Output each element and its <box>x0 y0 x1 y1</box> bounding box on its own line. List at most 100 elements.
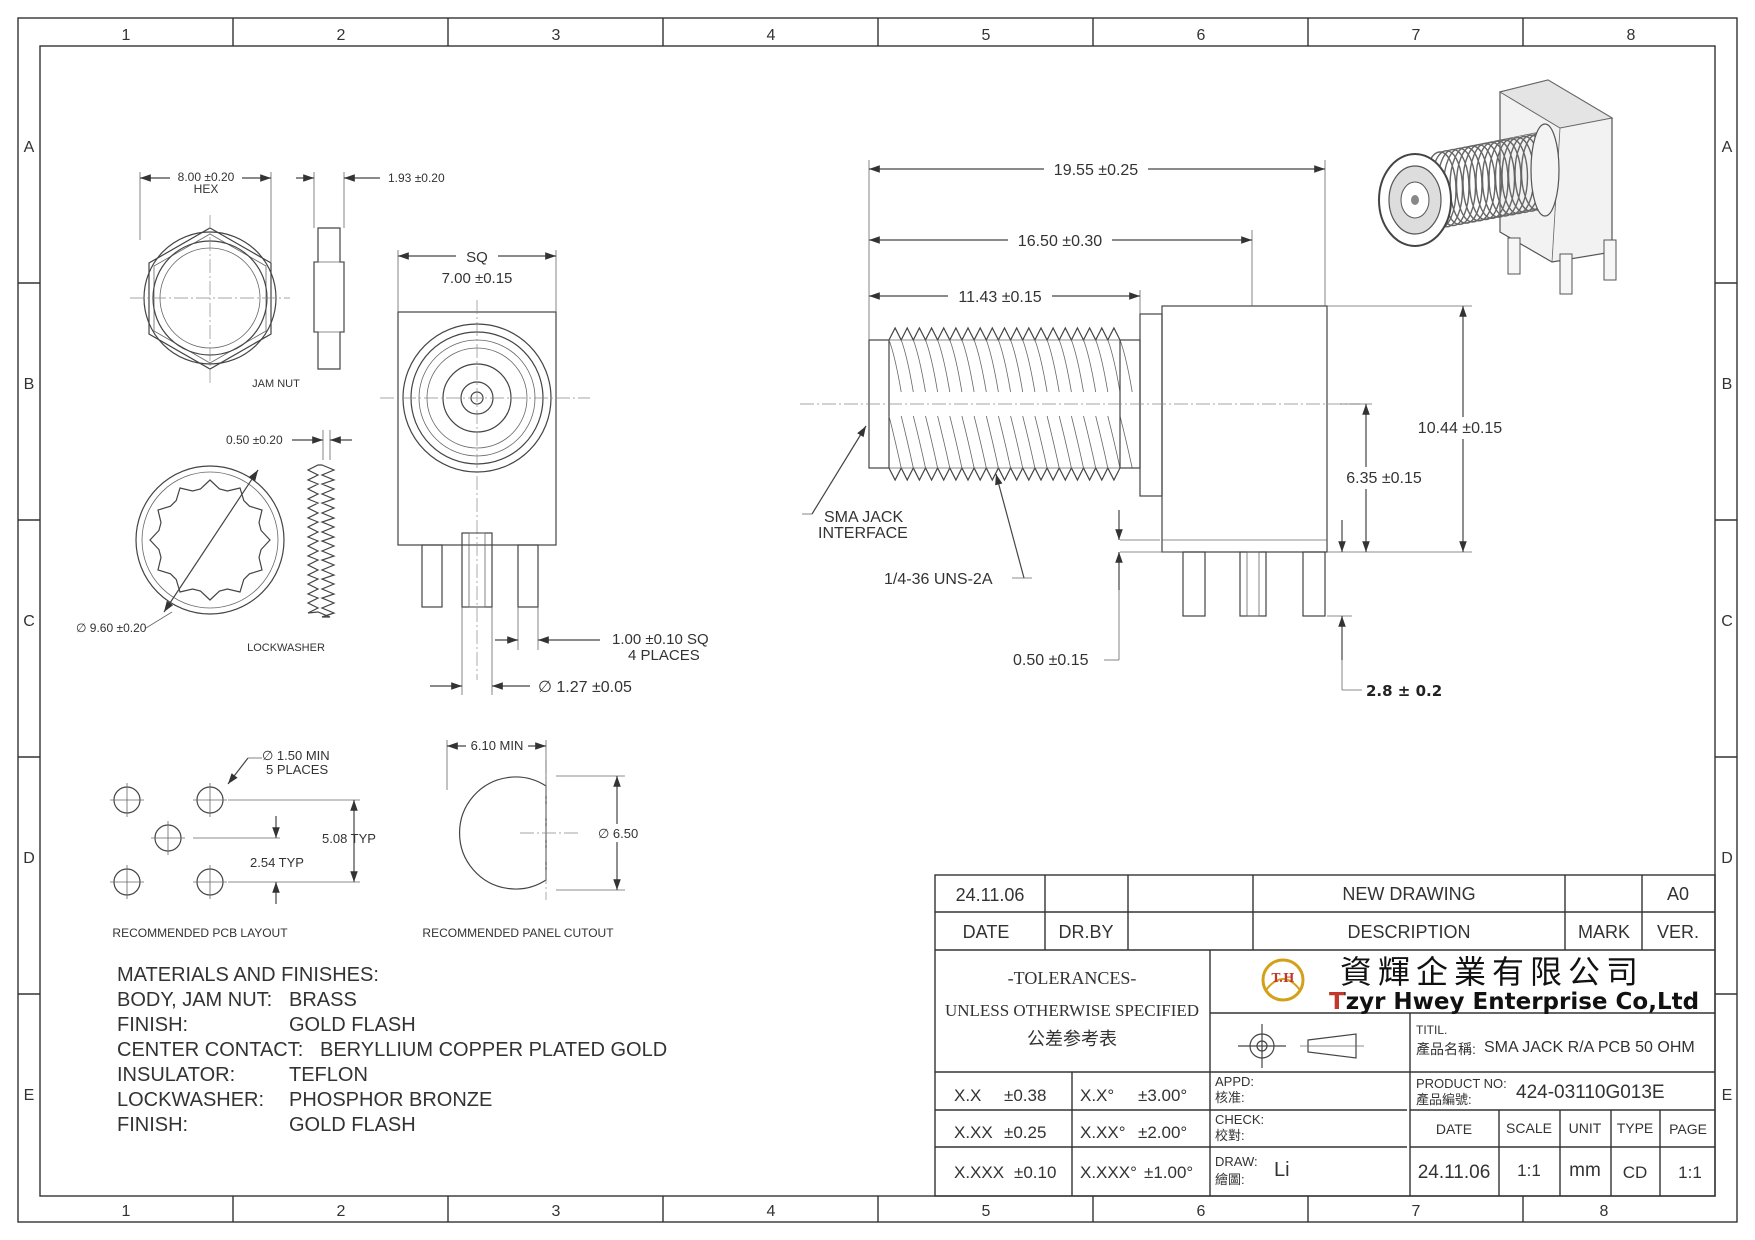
footer-unit: mm <box>1569 1160 1601 1181</box>
jam-nut-side-view <box>313 227 345 370</box>
pcb-hole-count: 5 PLACES <box>266 762 328 777</box>
pcb-pitch-508: 5.08 TYP <box>322 831 376 846</box>
cutout-width-dimension: 6.10 MIN <box>471 738 524 753</box>
footer-header-date: DATE <box>1436 1121 1472 1137</box>
material-value: TEFLON <box>289 1064 368 1086</box>
draw-label: DRAW: <box>1215 1154 1258 1169</box>
lockwasher-side-view <box>306 464 336 618</box>
tolerance-row-1-a: X.X <box>954 1086 981 1105</box>
sheet-frame <box>17 17 1738 1223</box>
lockwasher-label: LOCKWASHER <box>247 642 325 654</box>
product-number: 424-03110G013E <box>1516 1082 1665 1103</box>
material-value: BERYLLIUM COPPER PLATED GOLD <box>320 1039 667 1061</box>
material-label: FINISH: <box>117 1014 188 1036</box>
body-length-dimension: 16.50 ±0.30 <box>1018 233 1103 250</box>
pcb-pitch-254: 2.54 TYP <box>250 855 304 870</box>
tolerance-row-1-c: X.X° <box>1080 1086 1114 1105</box>
center-pin-dimension: ∅ 1.27 ±0.05 <box>538 679 632 696</box>
jam-nut-dimensions: 8.00 ±0.20 HEX 1.93 ±0.20 JAM NUT <box>139 168 445 390</box>
row-label: B <box>1722 376 1733 393</box>
lockwasher-front-view <box>135 465 285 615</box>
tolerance-row-3-c: X.XXX° <box>1080 1163 1137 1182</box>
material-value: BRASS <box>289 989 357 1011</box>
row-label: A <box>24 139 35 156</box>
jam-nut-front-view <box>130 215 290 385</box>
tolerance-row-2-d: ±2.00° <box>1138 1123 1187 1142</box>
material-label: FINISH: <box>117 1114 188 1136</box>
material-value: GOLD FLASH <box>289 1114 416 1136</box>
row-labels: A B C D E A B C D E <box>23 139 1733 1104</box>
pin-count-label: 4 PLACES <box>628 647 700 664</box>
connector-side-view <box>800 305 1360 617</box>
square-label: SQ <box>466 249 488 266</box>
col-label: 7 <box>1412 1203 1421 1220</box>
tolerances-subtitle: UNLESS OTHERWISE SPECIFIED <box>945 1001 1199 1020</box>
approved-label-chinese: 核准: <box>1215 1090 1245 1105</box>
row-label: C <box>23 613 35 630</box>
row-label: D <box>23 850 35 867</box>
col-label: 1 <box>122 27 131 44</box>
standoff-dimension: 0.50 ±0.15 <box>1013 652 1089 669</box>
thread-spec-label: 1/4-36 UNS-2A <box>884 571 993 588</box>
cutout-diameter-dimension: ∅ 6.50 <box>598 826 638 841</box>
pin-size-dimension: 1.00 ±0.10 SQ <box>612 631 709 648</box>
tolerance-row-1-b: ±0.38 <box>1004 1086 1046 1105</box>
thread-length-dimension: 11.43 ±0.15 <box>958 289 1041 306</box>
square-dimension: 7.00 ±0.15 <box>442 270 513 287</box>
row-label: E <box>1722 1087 1733 1104</box>
revision-date: 24.11.06 <box>956 885 1025 905</box>
product-number-label: PRODUCT NO: <box>1416 1076 1507 1091</box>
header-description: DESCRIPTION <box>1347 922 1470 942</box>
col-label: 6 <box>1197 1203 1206 1220</box>
centerline-height-dimension: 6.35 ±0.15 <box>1346 470 1422 487</box>
draw-label-chinese: 繪圖: <box>1215 1172 1245 1187</box>
approved-label: APPD: <box>1215 1074 1254 1089</box>
tolerances-chinese: 公差参考表 <box>1027 1029 1117 1049</box>
footer-date: 24.11.06 <box>1418 1162 1491 1183</box>
pcb-layout-drawing: 5.08 TYP 2.54 TYP ∅ 1.50 MIN 5 PLACES RE… <box>110 748 376 940</box>
column-labels-bottom: 1 2 3 4 5 6 7 8 <box>122 1203 1609 1220</box>
tolerances-title: -TOLERANCES- <box>1008 968 1137 988</box>
tolerance-row-2-c: X.XX° <box>1080 1123 1126 1142</box>
connector-front-view <box>380 300 590 680</box>
hex-label: HEX <box>194 182 219 196</box>
row-label: E <box>24 1087 35 1104</box>
col-label: 7 <box>1412 27 1421 44</box>
pcb-layout-label: RECOMMENDED PCB LAYOUT <box>112 926 288 940</box>
footer-page: 1:1 <box>1678 1163 1702 1182</box>
column-labels-top: 1 2 3 4 5 6 7 8 <box>122 27 1636 44</box>
pin-length-dimension: 2.8 ± 0.2 <box>1366 682 1442 700</box>
col-label: 8 <box>1600 1203 1609 1220</box>
panel-cutout-label: RECOMMENDED PANEL CUTOUT <box>422 926 614 940</box>
header-date: DATE <box>963 922 1010 942</box>
col-label: 2 <box>337 1203 346 1220</box>
company-name-english: Tzyr Hwey Enterprise Co,Ltd <box>1330 989 1699 1015</box>
header-version: VER. <box>1657 922 1699 942</box>
material-label: LOCKWASHER: <box>117 1089 264 1111</box>
footer-type: CD <box>1623 1163 1648 1182</box>
title-label-chinese: 產品名稱: <box>1416 1041 1476 1057</box>
company-logo: T.H <box>1261 958 1305 1002</box>
materials-title: MATERIALS AND FINISHES: <box>117 964 379 986</box>
drawn-by-value: Li <box>1274 1159 1290 1181</box>
company-name-chinese: 資輝企業有限公司 <box>1340 953 1644 991</box>
col-label: 4 <box>767 27 776 44</box>
product-title: SMA JACK R/A PCB 50 OHM <box>1484 1039 1695 1056</box>
height-dimension: 10.44 ±0.15 <box>1418 420 1503 437</box>
col-label: 2 <box>337 27 346 44</box>
pcb-hole-dimension: ∅ 1.50 MIN <box>262 748 330 763</box>
footer-header-type: TYPE <box>1617 1120 1654 1136</box>
washer-diameter-dimension: ∅ 9.60 ±0.20 <box>76 621 147 635</box>
col-label: 3 <box>552 1203 561 1220</box>
interface-label-line2: INTERFACE <box>818 525 908 542</box>
product-number-label-chinese: 產品編號: <box>1416 1092 1472 1107</box>
front-view-dimensions: SQ 7.00 ±0.15 1.00 ±0.10 SQ 4 PLACES ∅ 1… <box>397 247 709 696</box>
tolerance-row-2-b: ±0.25 <box>1004 1123 1046 1142</box>
jam-nut-label: JAM NUT <box>252 378 300 390</box>
side-view-dimensions: 19.55 ±0.25 16.50 ±0.30 11.43 ±0.15 10.4… <box>802 159 1518 700</box>
tolerance-row-3-d: ±1.00° <box>1144 1163 1193 1182</box>
col-label: 8 <box>1627 27 1636 44</box>
material-label: INSULATOR: <box>117 1064 235 1086</box>
row-label: D <box>1721 850 1733 867</box>
material-label: BODY, JAM NUT: <box>117 989 272 1011</box>
